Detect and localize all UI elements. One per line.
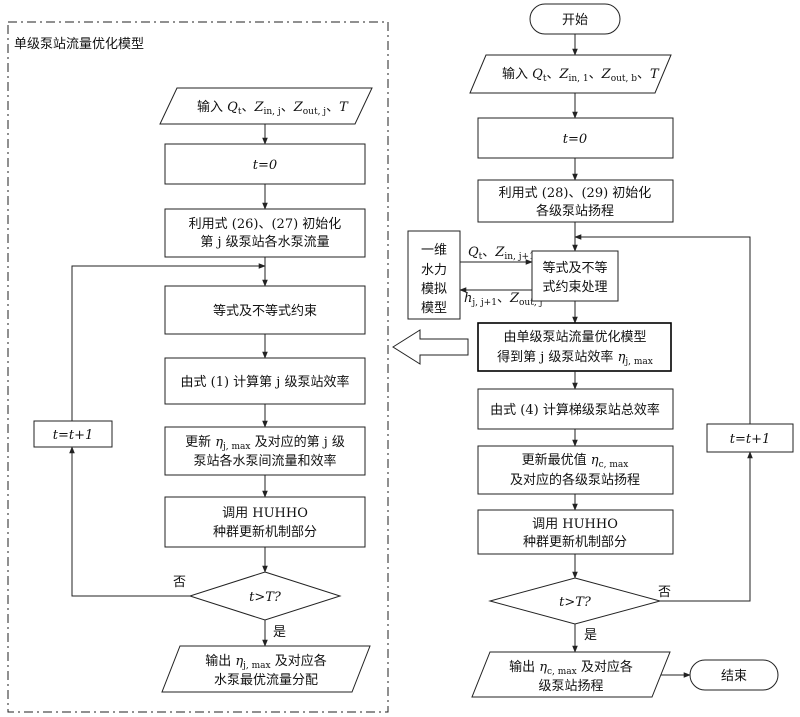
svg-text:调用 HUHHO: 调用 HUHHO xyxy=(222,506,308,521)
svg-text:等式及不等式约束: 等式及不等式约束 xyxy=(213,303,317,319)
end-node: 结束 xyxy=(689,659,779,691)
svg-text:t>T?: t>T? xyxy=(559,595,592,610)
svg-text:t>T?: t>T? xyxy=(249,590,282,605)
svg-text:式约束处理: 式约束处理 xyxy=(542,280,607,295)
hydro-input-label: Qt、Zin, j+1 xyxy=(468,245,535,262)
left-decision-node: t>T? xyxy=(188,571,342,621)
left-input-text: 输入 Qt、Zin, j、Zout, j、T xyxy=(197,99,349,117)
svg-text:输出 ηj, max 及对应各: 输出 ηj, max 及对应各 xyxy=(205,653,327,671)
svg-text:水力: 水力 xyxy=(421,263,447,278)
svg-text:更新最优值 ηc, max: 更新最优值 ηc, max xyxy=(522,452,629,470)
hollow-left-arrow xyxy=(392,329,469,365)
right-constraint-node: 等式及不等 式约束处理 xyxy=(531,250,619,302)
svg-text:利用式 (28)、(29) 初始化: 利用式 (28)、(29) 初始化 xyxy=(499,186,652,201)
svg-text:等式及不等: 等式及不等 xyxy=(542,260,607,276)
svg-text:由式 (1) 计算第 j 级泵站效率: 由式 (1) 计算第 j 级泵站效率 xyxy=(181,374,350,390)
svg-text:输入 Qt、Zin, 1、Zout, b、T: 输入 Qt、Zin, 1、Zout, b、T xyxy=(502,66,660,84)
svg-text:t=0: t=0 xyxy=(253,158,277,173)
right-decision-node: t>T? xyxy=(488,577,662,625)
right-no-label: 否 xyxy=(658,585,671,600)
svg-text:t=0: t=0 xyxy=(563,132,587,147)
left-panel-title: 单级泵站流量优化模型 xyxy=(14,37,144,52)
svg-text:结束: 结束 xyxy=(721,669,747,684)
left-huhho-node: 调用 HUHHO 种群更新机制部分 xyxy=(164,496,366,548)
hydro-output-label: hj, j+1、Zout, j xyxy=(464,291,542,308)
right-output-node: 输出 ηc, max 及对应各 级泵站扬程 xyxy=(471,651,671,698)
svg-text:种群更新机制部分: 种群更新机制部分 xyxy=(523,534,627,550)
left-increment-node: t=t+1 xyxy=(33,420,113,448)
svg-text:由式 (4) 计算梯级泵站总效率: 由式 (4) 计算梯级泵站总效率 xyxy=(490,402,660,418)
right-init-t-node: t=0 xyxy=(477,117,674,159)
svg-text:模拟: 模拟 xyxy=(421,282,447,297)
svg-text:水泵最优流量分配: 水泵最优流量分配 xyxy=(214,673,318,688)
svg-text:得到第 j 级泵站效率 ηj, max: 得到第 j 级泵站效率 ηj, max xyxy=(497,349,653,367)
left-init-t-node: t=0 xyxy=(164,143,366,185)
svg-text:利用式 (26)、(27) 初始化: 利用式 (26)、(27) 初始化 xyxy=(189,217,342,232)
start-node: 开始 xyxy=(529,3,621,35)
right-single-model-node: 由单级泵站流量优化模型 得到第 j 级泵站效率 ηj, max xyxy=(477,322,672,372)
svg-text:更新 ηj, max 及对应的第 j 级: 更新 ηj, max 及对应的第 j 级 xyxy=(185,434,345,452)
svg-text:及对应的各级泵站扬程: 及对应的各级泵站扬程 xyxy=(510,472,640,488)
svg-text:t=t+1: t=t+1 xyxy=(730,432,771,447)
svg-text:调用 HUHHO: 调用 HUHHO xyxy=(532,517,618,532)
left-init-flow-node: 利用式 (26)、(27) 初始化 第 j 级泵站各水泵流量 xyxy=(164,208,366,258)
right-input-node: 输入 Qt、Zin, 1、Zout, b、T xyxy=(469,54,672,94)
right-huhho-node: 调用 HUHHO 种群更新机制部分 xyxy=(477,509,674,555)
left-output-node: 输出 ηj, max 及对应各 水泵最优流量分配 xyxy=(161,645,371,693)
left-yes-label: 是 xyxy=(273,625,286,640)
right-increment-node: t=t+1 xyxy=(706,423,794,453)
right-init-head-node: 利用式 (28)、(29) 初始化 各级泵站扬程 xyxy=(477,179,674,223)
right-total-eff-node: 由式 (4) 计算梯级泵站总效率 xyxy=(477,388,674,430)
svg-text:由单级泵站流量优化模型: 由单级泵站流量优化模型 xyxy=(503,330,646,345)
right-yes-label: 是 xyxy=(584,628,597,643)
svg-text:开始: 开始 xyxy=(562,13,588,28)
svg-text:t=t+1: t=t+1 xyxy=(53,428,94,443)
svg-text:泵站各水泵间流量和效率: 泵站各水泵间流量和效率 xyxy=(193,453,336,469)
svg-text:种群更新机制部分: 种群更新机制部分 xyxy=(213,524,317,540)
left-efficiency-node: 由式 (1) 计算第 j 级泵站效率 xyxy=(164,357,366,405)
svg-text:模型: 模型 xyxy=(421,301,447,316)
left-constraint-node: 等式及不等式约束 xyxy=(164,285,366,335)
svg-text:各级泵站扬程: 各级泵站扬程 xyxy=(536,203,614,219)
left-update-node: 更新 ηj, max 及对应的第 j 级 泵站各水泵间流量和效率 xyxy=(164,426,366,476)
left-panel-frame xyxy=(7,21,389,713)
hydro-model-node: 一维 水力 模拟 模型 xyxy=(407,230,461,320)
svg-text:第 j 级泵站各水泵流量: 第 j 级泵站各水泵流量 xyxy=(200,234,329,250)
left-no-label: 否 xyxy=(173,575,186,590)
svg-text:输出 ηc, max 及对应各: 输出 ηc, max 及对应各 xyxy=(509,659,633,677)
right-update-node: 更新最优值 ηc, max 及对应的各级泵站扬程 xyxy=(477,445,674,495)
left-input-node: 输入 Qt、Zin, j、Zout, j、T xyxy=(159,87,373,125)
svg-text:一维: 一维 xyxy=(421,243,447,258)
svg-text:级泵站扬程: 级泵站扬程 xyxy=(538,679,603,694)
